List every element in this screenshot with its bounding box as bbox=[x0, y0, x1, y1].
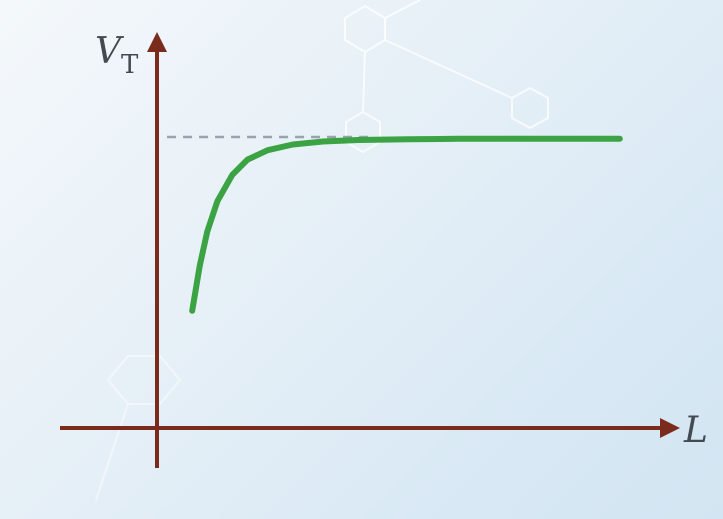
y-axis-label-subscript: T bbox=[121, 50, 139, 80]
threshold-voltage-curve bbox=[189, 135, 623, 314]
decor-hexagon bbox=[106, 355, 182, 405]
decor-bond bbox=[95, 403, 129, 501]
decor-hexagon bbox=[344, 4, 386, 54]
background-decoration bbox=[95, 0, 549, 501]
decor-bond bbox=[384, 0, 421, 19]
decor-bond bbox=[384, 39, 513, 99]
y-axis-arrow-icon bbox=[147, 32, 167, 52]
y-axis-label-main: V bbox=[95, 31, 125, 72]
y-axis-label: VT bbox=[95, 31, 139, 80]
decor-hexagon bbox=[345, 110, 381, 154]
decor-hexagon bbox=[511, 86, 549, 130]
decor-bond bbox=[362, 51, 366, 113]
x-axis-arrow-icon bbox=[660, 418, 680, 438]
x-axis-label: L bbox=[683, 410, 708, 451]
